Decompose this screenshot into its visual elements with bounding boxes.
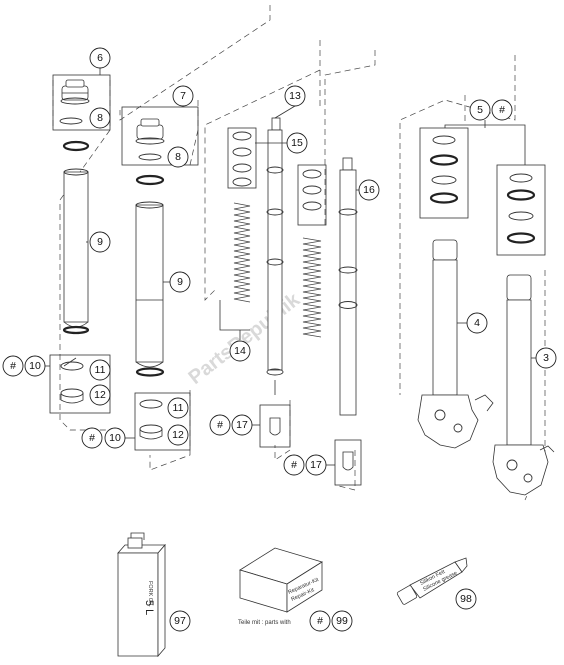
outer-tube-9	[62, 168, 90, 335]
svg-text:#: #	[317, 615, 323, 627]
ring-11	[60, 361, 84, 371]
damper-cartridge-13	[266, 117, 284, 395]
damper-cartridge-16	[338, 157, 358, 416]
svg-text:8: 8	[175, 151, 181, 163]
svg-text:11: 11	[173, 402, 184, 414]
svg-text:#: #	[291, 459, 297, 471]
oil-label: FORK OIL	[147, 581, 153, 607]
svg-text:6: 6	[97, 52, 103, 64]
fork-cap-7	[135, 118, 165, 145]
callout-17b: 17	[305, 454, 327, 476]
svg-text:16: 16	[363, 184, 375, 196]
callout-11b: 11	[167, 397, 189, 419]
callout-7: 7	[172, 85, 194, 107]
seal-kit-5	[419, 120, 546, 256]
callout-15: 15	[286, 132, 308, 154]
callout-9: 9	[89, 231, 111, 253]
svg-text:10: 10	[29, 360, 41, 372]
svg-text:9: 9	[177, 276, 183, 288]
svg-text:4: 4	[474, 317, 480, 329]
callout-16: 16	[358, 179, 380, 201]
spring-set-left	[219, 127, 257, 331]
svg-text:7: 7	[180, 90, 186, 102]
callout-99: 99	[331, 610, 353, 632]
svg-text:10: 10	[109, 432, 121, 444]
callout-10: 10	[24, 355, 46, 377]
svg-text:8: 8	[97, 112, 103, 124]
callout-4: 4	[466, 312, 488, 334]
svg-text:17: 17	[236, 419, 248, 431]
callout-10b-hash: #	[81, 427, 103, 449]
bushing-12b	[139, 424, 163, 440]
callout-97: 97	[169, 610, 191, 632]
callout-14: 14	[229, 340, 251, 362]
silicone-grease-tube: Silikon Fett Silicone grease	[396, 557, 468, 605]
callout-8: 8	[89, 107, 111, 129]
svg-text:3: 3	[543, 352, 549, 364]
fork-cap-6	[60, 79, 90, 105]
svg-text:17: 17	[310, 459, 322, 471]
svg-text:98: 98	[460, 593, 472, 605]
callout-17b-hash: #	[283, 454, 305, 476]
svg-text:#: #	[499, 104, 505, 116]
inner-tube-4	[417, 239, 494, 449]
svg-text:12: 12	[172, 429, 184, 441]
callout-98: 98	[455, 588, 477, 610]
callout-6: 6	[89, 47, 111, 69]
callout-5: 5	[469, 99, 491, 121]
svg-text:14: 14	[234, 345, 246, 357]
svg-text:#: #	[217, 419, 223, 431]
callout-3: 3	[535, 347, 557, 369]
kit-box-17a	[259, 404, 291, 448]
callout-12: 12	[89, 384, 111, 406]
bushing-12	[60, 388, 84, 404]
callout-13: 13	[284, 85, 306, 107]
svg-text:11: 11	[95, 364, 106, 376]
left-fork-leg	[49, 74, 111, 414]
svg-text:5: 5	[477, 104, 483, 116]
callout-12b: 12	[167, 424, 189, 446]
fork-oil-can: FORK OIL 5 L	[117, 532, 166, 658]
callout-9b: 9	[169, 271, 191, 293]
spring-set-right	[297, 164, 327, 338]
callout-10b: 10	[104, 427, 126, 449]
svg-text:#: #	[10, 360, 16, 372]
watermark: PartsRepublik	[185, 288, 305, 389]
seal-ring-b	[135, 174, 165, 186]
kit-box-17b	[334, 439, 362, 486]
oil-volume: 5 L	[143, 600, 155, 615]
svg-text:99: 99	[336, 615, 348, 627]
ring-11b	[139, 399, 163, 409]
callout-99-hash: #	[309, 610, 331, 632]
seal-ring	[62, 140, 90, 152]
outer-tube-9b	[135, 201, 165, 377]
svg-text:12: 12	[94, 389, 106, 401]
callout-17-hash: #	[209, 414, 231, 436]
callout-10-hash: #	[2, 355, 24, 377]
svg-text:#: #	[89, 432, 95, 444]
callout-8b: 8	[167, 146, 189, 168]
callout-11: 11	[89, 359, 111, 381]
second-fork-leg	[121, 106, 199, 451]
inner-tube-3	[492, 274, 555, 496]
callout-5-hash: #	[491, 99, 513, 121]
callout-17: 17	[231, 414, 253, 436]
svg-text:9: 9	[97, 236, 103, 248]
o-ring-8	[59, 117, 83, 125]
repair-kit-box: Reparatur-Kit Repair-Kit Teile mit : par…	[238, 547, 323, 626]
o-ring-8b	[138, 153, 162, 161]
svg-text:13: 13	[289, 90, 301, 102]
svg-text:15: 15	[291, 137, 303, 149]
svg-text:97: 97	[174, 615, 186, 627]
kit-caption: Teile mit : parts with	[238, 620, 291, 626]
